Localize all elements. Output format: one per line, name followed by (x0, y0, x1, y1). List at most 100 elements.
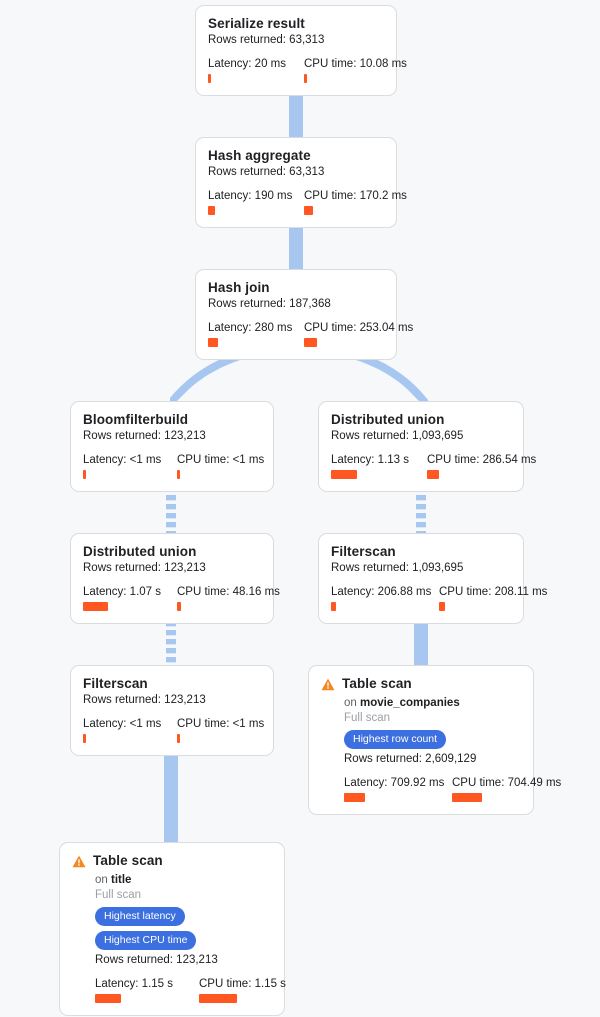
plan-node-hash-aggregate[interactable]: Hash aggregate Rows returned: 63,313 Lat… (195, 137, 407, 228)
latency-bar (208, 74, 211, 83)
cpu-bar (304, 206, 313, 215)
rows-returned: Rows returned: 1,093,695 (331, 562, 464, 574)
latency-label: Latency: <1 ms (83, 718, 162, 730)
plan-node-bloomfilterbuild[interactable]: Bloomfilterbuild Rows returned: 123,213 … (70, 401, 274, 492)
plan-node-distributed-union-right[interactable]: Distributed union Rows returned: 1,093,6… (318, 401, 536, 492)
cpu-label: CPU time: 48.16 ms (177, 586, 280, 598)
cpu-metric: CPU time: <1 ms (177, 453, 264, 479)
table-name: title (111, 874, 132, 886)
badge-list: Highest row count (344, 730, 521, 749)
node-header: Distributed union (331, 412, 511, 428)
cpu-label: CPU time: 170.2 ms (304, 190, 407, 202)
scan-type: Full scan (95, 889, 142, 901)
cpu-metric: CPU time: 170.2 ms (304, 189, 407, 215)
plan-node-filterscan-left[interactable]: Filterscan Rows returned: 123,213 Latenc… (70, 665, 274, 756)
on-prefix: on (344, 697, 360, 709)
metrics: Latency: 1.07 s CPU time: 48.16 ms (83, 585, 280, 611)
latency-label: Latency: 280 ms (208, 322, 293, 334)
metrics: Latency: 190 ms CPU time: 170.2 ms (208, 189, 407, 215)
metrics: Latency: 280 ms CPU time: 253.04 ms (208, 321, 413, 347)
cpu-label: CPU time: 286.54 ms (427, 454, 537, 466)
node-header: Table scan (321, 676, 521, 696)
scan-type: Full scan (344, 712, 391, 724)
metrics: Latency: <1 ms CPU time: <1 ms (83, 453, 264, 479)
rows-returned: Rows returned: 123,213 (83, 694, 206, 706)
rows-returned: Rows returned: 187,368 (208, 298, 331, 310)
latency-label: Latency: 1.15 s (95, 978, 173, 990)
node-header: Distributed union (83, 544, 261, 560)
latency-metric: Latency: 1.15 s (95, 977, 195, 1003)
latency-label: Latency: 20 ms (208, 58, 286, 70)
table-reference: on movie_companies (344, 696, 521, 711)
rows-returned: Rows returned: 123,213 (83, 430, 206, 442)
latency-metric: Latency: 190 ms (208, 189, 300, 215)
node-title: Distributed union (83, 544, 197, 559)
cpu-label: CPU time: 10.08 ms (304, 58, 407, 70)
node-header: Table scan (72, 853, 272, 873)
latency-metric: Latency: <1 ms (83, 453, 173, 479)
rows-returned: Rows returned: 2,609,129 (344, 753, 477, 765)
cpu-metric: CPU time: 208.11 ms (439, 585, 547, 611)
cpu-bar (427, 470, 439, 479)
latency-bar (208, 206, 215, 215)
plan-node-serialize-result[interactable]: Serialize result Rows returned: 63,313 L… (195, 5, 407, 96)
cpu-label: CPU time: <1 ms (177, 454, 265, 466)
cpu-bar (439, 602, 445, 611)
latency-label: Latency: 206.88 ms (331, 586, 432, 598)
cpu-metric: CPU time: <1 ms (177, 717, 264, 743)
warning-icon (72, 855, 86, 873)
node-title: Filterscan (83, 676, 148, 691)
cpu-label: CPU time: 253.04 ms (304, 322, 414, 334)
cpu-bar (304, 338, 317, 347)
node-header: Filterscan (331, 544, 511, 560)
warning-icon (321, 678, 335, 696)
metrics: Latency: 1.13 s CPU time: 286.54 ms (331, 453, 536, 479)
metrics: Latency: 709.92 ms CPU time: 704.49 ms (344, 776, 561, 802)
latency-label: Latency: 190 ms (208, 190, 293, 202)
latency-metric: Latency: 709.92 ms (344, 776, 448, 802)
cpu-bar (177, 734, 180, 743)
on-prefix: on (95, 874, 111, 886)
node-title: Table scan (342, 676, 412, 691)
latency-bar (344, 793, 365, 802)
node-title: Hash aggregate (208, 148, 311, 163)
badge-list: Highest latency Highest CPU time (95, 907, 272, 950)
plan-node-hash-join[interactable]: Hash join Rows returned: 187,368 Latency… (195, 269, 413, 360)
latency-label: Latency: 1.07 s (83, 586, 161, 598)
plan-node-table-scan-title[interactable]: Table scan on title Full scan Highest la… (59, 842, 286, 1016)
plan-node-filterscan-right[interactable]: Filterscan Rows returned: 1,093,695 Late… (318, 533, 547, 624)
cpu-bar (452, 793, 482, 802)
status-badge-cpu: Highest CPU time (95, 931, 197, 950)
rows-returned: Rows returned: 123,213 (83, 562, 206, 574)
rows-returned: Rows returned: 63,313 (208, 34, 325, 46)
node-header: Hash aggregate (208, 148, 384, 164)
latency-bar (95, 994, 121, 1003)
plan-node-table-scan-movie-companies[interactable]: Table scan on movie_companies Full scan … (308, 665, 561, 815)
metrics: Latency: 206.88 ms CPU time: 208.11 ms (331, 585, 547, 611)
latency-metric: Latency: 206.88 ms (331, 585, 435, 611)
node-title: Hash join (208, 280, 270, 295)
latency-label: Latency: 709.92 ms (344, 777, 445, 789)
latency-label: Latency: <1 ms (83, 454, 162, 466)
cpu-metric: CPU time: 1.15 s (199, 977, 286, 1003)
cpu-metric: CPU time: 286.54 ms (427, 453, 536, 479)
latency-bar (83, 602, 108, 611)
latency-bar (83, 470, 86, 479)
cpu-label: CPU time: 208.11 ms (439, 586, 548, 598)
latency-label: Latency: 1.13 s (331, 454, 409, 466)
cpu-metric: CPU time: 704.49 ms (452, 776, 561, 802)
status-badge: Highest row count (344, 730, 447, 749)
rows-returned: Rows returned: 63,313 (208, 166, 325, 178)
metrics: Latency: 20 ms CPU time: 10.08 ms (208, 57, 407, 83)
cpu-label: CPU time: 704.49 ms (452, 777, 562, 789)
latency-metric: Latency: <1 ms (83, 717, 173, 743)
edge-filterscan-to-table-scan-title (164, 747, 178, 842)
status-badge-latency: Highest latency (95, 907, 185, 926)
cpu-metric: CPU time: 10.08 ms (304, 57, 407, 83)
latency-bar (208, 338, 218, 347)
node-header: Hash join (208, 280, 384, 296)
plan-node-distributed-union-left[interactable]: Distributed union Rows returned: 123,213… (70, 533, 280, 624)
node-body: on movie_companies Full scan Highest row… (321, 696, 561, 802)
cpu-label: CPU time: 1.15 s (199, 978, 286, 990)
